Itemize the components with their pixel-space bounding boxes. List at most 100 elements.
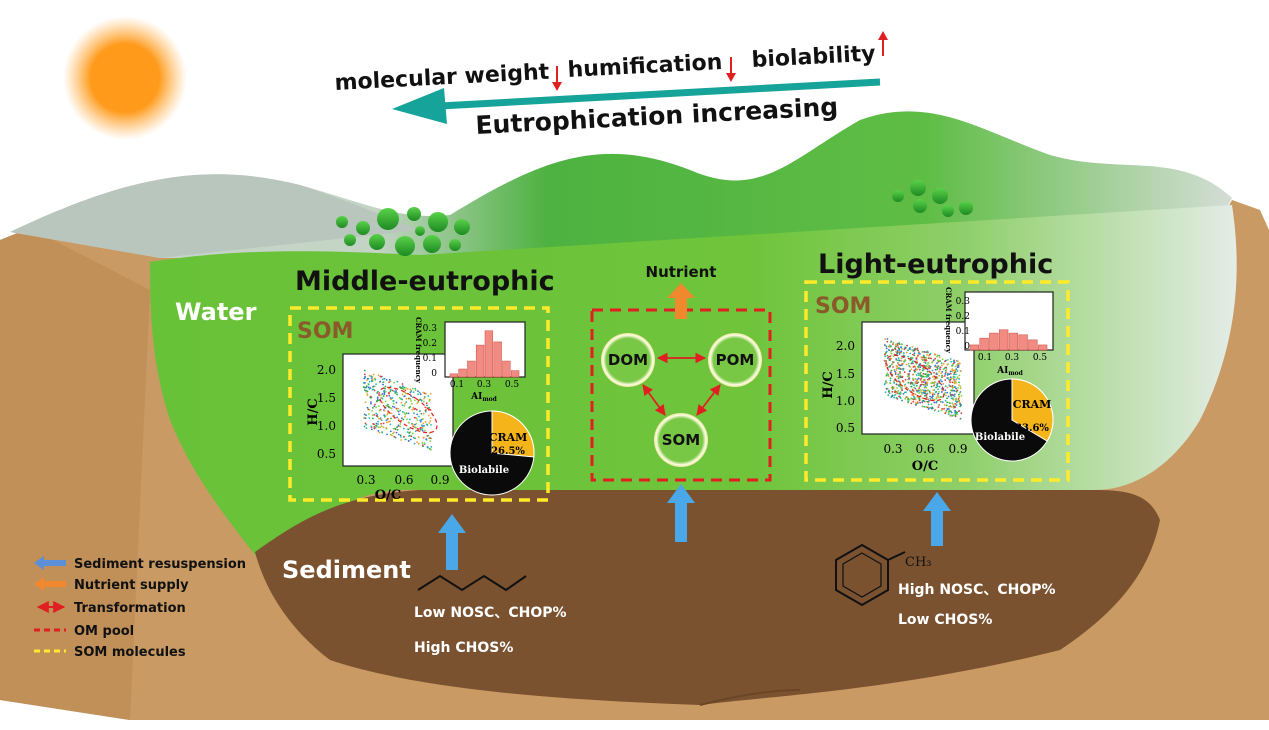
- scatter-point: [389, 380, 392, 383]
- scatter-point: [938, 370, 940, 373]
- scatter-point: [388, 420, 391, 423]
- scatter-point: [925, 406, 927, 408]
- histogram-bar: [1018, 334, 1028, 351]
- scatter-points: [362, 369, 433, 451]
- scatter-point: [958, 396, 961, 399]
- scatter-point: [926, 392, 929, 395]
- scatter-point: [414, 430, 417, 433]
- scatter-point: [386, 418, 389, 420]
- scatter-point: [389, 423, 392, 426]
- scatter-point: [905, 391, 907, 394]
- scatter-point: [944, 399, 947, 402]
- scatter-point: [922, 356, 925, 359]
- nutrient-label: Nutrient: [646, 263, 717, 281]
- scatter-point: [922, 383, 925, 386]
- methyl-label: CH₃: [905, 555, 932, 570]
- scatter-point: [416, 441, 419, 444]
- scatter-point: [373, 425, 376, 428]
- scatter-point: [404, 389, 407, 392]
- scatter-point: [934, 357, 937, 360]
- scatter-point: [921, 405, 924, 408]
- scatter-point: [923, 394, 926, 397]
- scatter-point: [421, 426, 424, 429]
- scatter-point: [372, 385, 375, 388]
- scatter-point: [929, 352, 932, 355]
- scatter-point: [393, 435, 396, 438]
- scatter-point: [363, 416, 366, 419]
- scatter-point: [953, 376, 956, 379]
- scatter-point: [386, 413, 389, 416]
- scatter-point: [951, 389, 953, 392]
- scatter-point: [927, 354, 930, 357]
- van-krevelen-plot: [342, 353, 454, 467]
- scatter-point: [942, 362, 945, 365]
- scatter-point: [907, 381, 910, 384]
- scatter-point: [934, 381, 937, 384]
- scatter-point: [947, 373, 950, 376]
- scatter-point: [419, 393, 422, 396]
- scatter-point: [900, 357, 903, 360]
- scatter-point: [921, 389, 923, 391]
- scatter-point: [375, 412, 378, 415]
- scatter-point: [917, 372, 920, 375]
- scatter-point: [367, 386, 370, 389]
- scatter-point: [916, 396, 919, 398]
- scatter-point: [912, 395, 915, 398]
- scatter-point: [956, 360, 959, 363]
- scatter-point: [922, 372, 925, 375]
- scatter-point: [401, 398, 403, 401]
- scatter-point: [417, 442, 420, 445]
- scatter-point: [919, 385, 922, 387]
- scatter-point: [945, 359, 947, 362]
- scatter-point: [920, 391, 922, 393]
- scatter-point: [383, 414, 386, 417]
- histogram-bar: [1008, 332, 1019, 351]
- scatter-point: [937, 392, 940, 395]
- scatter-point: [925, 396, 928, 399]
- scatter-point: [898, 342, 901, 344]
- scatter-point: [887, 373, 890, 376]
- scatter-point: [913, 386, 916, 389]
- scatter-xlabel: O/C: [375, 488, 401, 503]
- scatter-point: [939, 396, 942, 398]
- scatter-point: [918, 387, 921, 390]
- scatter-point: [919, 375, 922, 377]
- scatter-point: [895, 383, 898, 386]
- scatter-point: [928, 400, 930, 402]
- pie-slice-cram: [491, 410, 535, 458]
- scatter-point: [385, 427, 388, 430]
- pie-cram-label: CRAM: [1013, 398, 1052, 411]
- algae-bubbles-middle-icon: [336, 207, 470, 256]
- scatter-point: [885, 381, 888, 384]
- scatter-point: [949, 372, 952, 375]
- histogram-bar: [979, 337, 989, 351]
- scatter-point: [413, 412, 415, 415]
- scatter-point: [395, 390, 397, 392]
- scatter-point: [900, 346, 902, 349]
- hist-xtick: 0.3: [1005, 353, 1020, 363]
- scatter-point: [896, 351, 899, 353]
- scatter-point: [383, 409, 386, 412]
- scatter-point: [415, 408, 418, 411]
- scatter-point: [942, 383, 945, 385]
- scatter-point: [900, 350, 903, 353]
- scatter-point: [897, 362, 899, 365]
- pie-cram-label: CRAM: [489, 431, 528, 444]
- scatter-point: [404, 402, 406, 405]
- scatter-point: [400, 401, 403, 404]
- scatter-point: [429, 423, 432, 426]
- scatter-point: [929, 406, 931, 409]
- scatter-point: [382, 381, 385, 383]
- scatter-point: [384, 415, 387, 417]
- scatter-point: [425, 438, 428, 440]
- scatter-point: [395, 431, 398, 434]
- scatter-point: [395, 391, 398, 394]
- scatter-point: [944, 385, 947, 388]
- scatter-point: [380, 394, 382, 396]
- scatter-point: [892, 349, 895, 351]
- scatter-point: [396, 409, 399, 412]
- scatter-point: [366, 390, 369, 393]
- scatter-point: [917, 389, 920, 392]
- scatter-point: [898, 367, 901, 370]
- scatter-point: [372, 373, 375, 376]
